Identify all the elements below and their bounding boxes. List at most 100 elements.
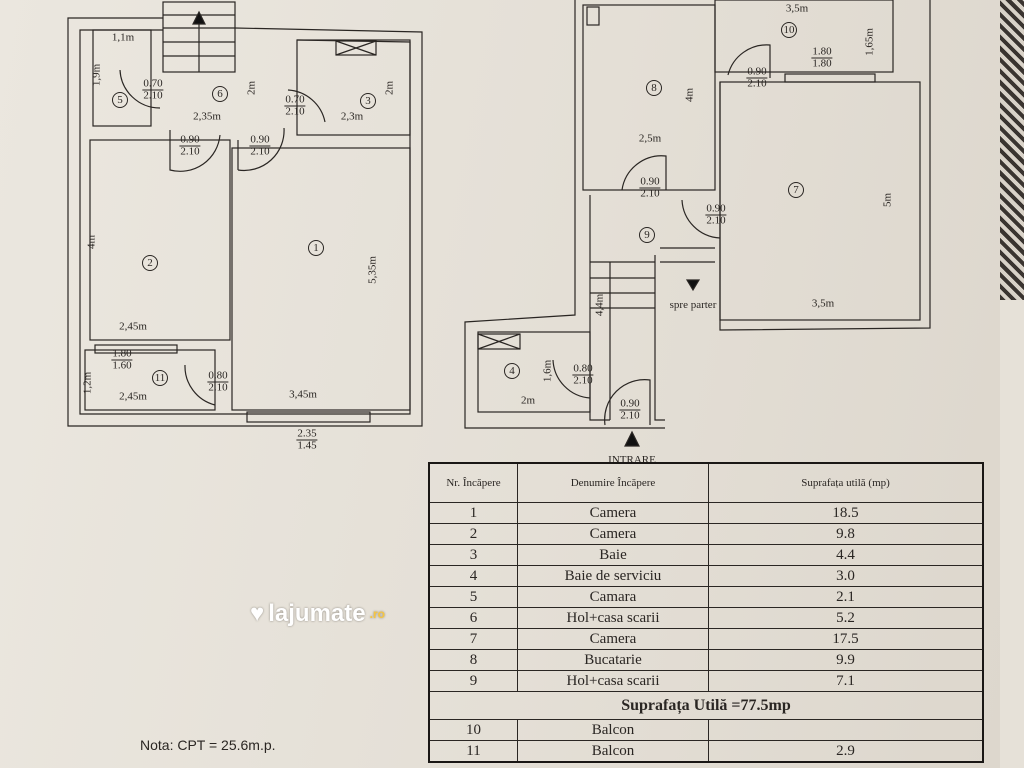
room-number-cell: 5 — [428, 586, 518, 608]
opening-width: 0.70 — [284, 93, 306, 107]
room-area-cell: 4.4 — [708, 544, 984, 566]
room-number-marker: 3 — [360, 93, 376, 109]
opening-width: 0.80 — [572, 362, 594, 376]
opening-width: 1.80 — [111, 347, 133, 361]
dimension-label: 1,6m — [541, 359, 554, 383]
dimension-label: 2,45m — [119, 390, 147, 403]
table-header-row: Nr. Încăpere Denumire Încăpere Suprafața… — [428, 462, 984, 503]
opening-width: 1.80 — [811, 45, 833, 59]
opening-height: 1.45 — [297, 439, 317, 452]
room-name-cell: Hol+casa scarii — [517, 670, 709, 692]
opening-height: 2.10 — [573, 374, 593, 387]
room-number-cell: 2 — [428, 523, 518, 545]
dimension-label: 3,5m — [785, 2, 809, 15]
room-area-cell: 9.8 — [708, 523, 984, 545]
watermark-logo: ♥ lajumate.ro — [250, 600, 385, 628]
room-area-cell: 7.1 — [708, 670, 984, 692]
opening-height: 2.10 — [706, 214, 726, 227]
opening-width: 0.90 — [639, 175, 661, 189]
room-number-marker: 10 — [781, 22, 797, 38]
dimension-label: 2m — [383, 80, 396, 96]
room-area-cell: 2.1 — [708, 586, 984, 608]
right-floor-plan — [464, 0, 931, 447]
opening-width: 0.90 — [705, 202, 727, 216]
dimension-label: 1,9m — [90, 63, 103, 87]
room-name-cell: Balcon — [517, 740, 709, 763]
opening-width: 0.90 — [249, 133, 271, 147]
opening-width: 0.90 — [179, 133, 201, 147]
dimension-label: 4m — [683, 87, 696, 103]
room-area-cell: 2.9 — [708, 740, 984, 763]
opening-width: 0.90 — [746, 65, 768, 79]
dimension-label: 1,1m — [111, 31, 135, 44]
col-header-area: Suprafața utilă (mp) — [708, 462, 984, 503]
room-area-cell: 9.9 — [708, 649, 984, 671]
room-name-cell: Hol+casa scarii — [517, 607, 709, 629]
dimension-label: 2,3m — [340, 110, 364, 123]
dimension-label: 1,2m — [81, 371, 94, 395]
stairs-down-label: spre parter — [669, 299, 717, 311]
room-number-cell: 11 — [428, 740, 518, 763]
dimension-label: 5m — [881, 192, 894, 208]
room-number-marker: 11 — [152, 370, 168, 386]
room-area-cell: 17.5 — [708, 628, 984, 650]
opening-height: 2.10 — [620, 409, 640, 422]
room-number-cell: 9 — [428, 670, 518, 692]
dimension-label: 5,35m — [366, 256, 379, 284]
watermark-tld: .ro — [369, 607, 385, 621]
opening-height: 2.10 — [640, 187, 660, 200]
room-area-cell: 18.5 — [708, 502, 984, 524]
dimension-label: 2,35m — [193, 110, 221, 123]
room-number-cell: 10 — [428, 719, 518, 741]
room-name-cell: Baie de serviciu — [517, 565, 709, 587]
room-number-marker: 5 — [112, 92, 128, 108]
opening-height: 1.80 — [812, 57, 832, 70]
background-carpet — [1000, 0, 1024, 300]
room-name-cell: Camera — [517, 523, 709, 545]
room-number-marker: 4 — [504, 363, 520, 379]
room-number-marker: 9 — [639, 227, 655, 243]
room-number-marker: 7 — [788, 182, 804, 198]
dimension-label: 2m — [245, 80, 258, 96]
room-name-cell: Baie — [517, 544, 709, 566]
opening-height: 2.10 — [250, 145, 270, 158]
col-header-number: Nr. Încăpere — [428, 462, 518, 503]
total-row: Suprafața Utilă =77.5mp — [428, 691, 984, 720]
opening-height: 2.10 — [180, 145, 200, 158]
room-name-cell: Balcon — [517, 719, 709, 741]
watermark-name: lajumate — [268, 600, 366, 627]
room-area-cell: 5.2 — [708, 607, 984, 629]
dimension-label: 4,4m — [593, 293, 606, 317]
room-area-table: Nr. Încăpere Denumire Încăpere Suprafața… — [428, 462, 984, 763]
dimension-label: 2m — [520, 394, 536, 407]
opening-width: 2.35 — [296, 427, 318, 441]
room-name-cell: Camera — [517, 502, 709, 524]
room-name-cell: Camara — [517, 586, 709, 608]
floor-plan-drawing — [67, 0, 931, 447]
room-area-cell — [708, 719, 984, 741]
room-number-marker: 1 — [308, 240, 324, 256]
room-number-marker: 2 — [142, 255, 158, 271]
heart-logo-icon: ♥ — [250, 600, 265, 627]
